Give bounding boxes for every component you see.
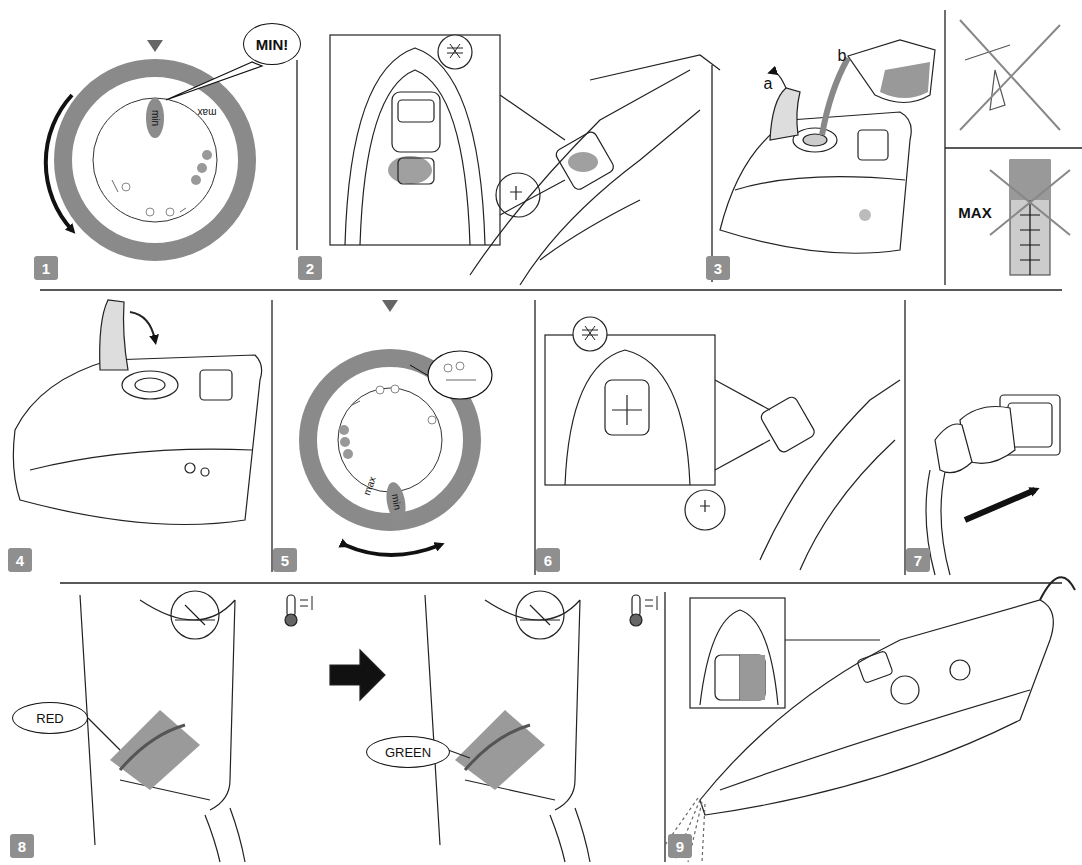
node-text: GREEN bbox=[385, 746, 431, 759]
node-text: 8 bbox=[18, 839, 26, 854]
steam-control-inset bbox=[545, 317, 900, 570]
step-number: 5 bbox=[273, 548, 297, 572]
temperature-dial bbox=[308, 300, 492, 555]
plug-and-socket bbox=[926, 395, 1060, 575]
filling-iron bbox=[720, 20, 1070, 275]
node-text: 3 bbox=[714, 261, 722, 276]
step-number: 7 bbox=[906, 548, 930, 572]
speech-bubble: MIN! bbox=[243, 23, 301, 65]
heating-light bbox=[80, 591, 657, 862]
step-number: 3 bbox=[706, 256, 730, 280]
node-text: 5 bbox=[281, 553, 289, 568]
node-text: 4 bbox=[16, 553, 24, 568]
step-number: 8 bbox=[10, 834, 34, 858]
part-label: b bbox=[838, 48, 847, 64]
part-label: max bbox=[362, 475, 378, 496]
step-number: 4 bbox=[8, 548, 32, 572]
node-text: RED bbox=[36, 712, 63, 725]
indicator-label: RED bbox=[12, 702, 88, 734]
part-label: a bbox=[764, 76, 773, 92]
indicator-label: GREEN bbox=[366, 736, 450, 768]
node-text: 1 bbox=[42, 261, 50, 276]
node-text: min bbox=[390, 493, 403, 511]
dial-marker: min bbox=[146, 98, 164, 138]
step-number: 6 bbox=[536, 548, 560, 572]
step-number: 2 bbox=[298, 256, 322, 280]
step-number: 9 bbox=[668, 834, 692, 858]
node-text: MIN! bbox=[256, 37, 289, 52]
closing-iron bbox=[13, 300, 261, 525]
step-number: 1 bbox=[34, 256, 58, 280]
node-text: 7 bbox=[914, 553, 922, 568]
node-text: min bbox=[150, 110, 160, 126]
node-text: 6 bbox=[544, 553, 552, 568]
part-label: MAX bbox=[958, 205, 991, 220]
temperature-dial bbox=[46, 40, 262, 252]
node-text: 9 bbox=[676, 839, 684, 854]
steam-control-inset bbox=[330, 35, 720, 285]
node-text: 2 bbox=[306, 261, 314, 276]
spray-iron bbox=[665, 577, 1075, 862]
part-label: max bbox=[198, 107, 217, 117]
